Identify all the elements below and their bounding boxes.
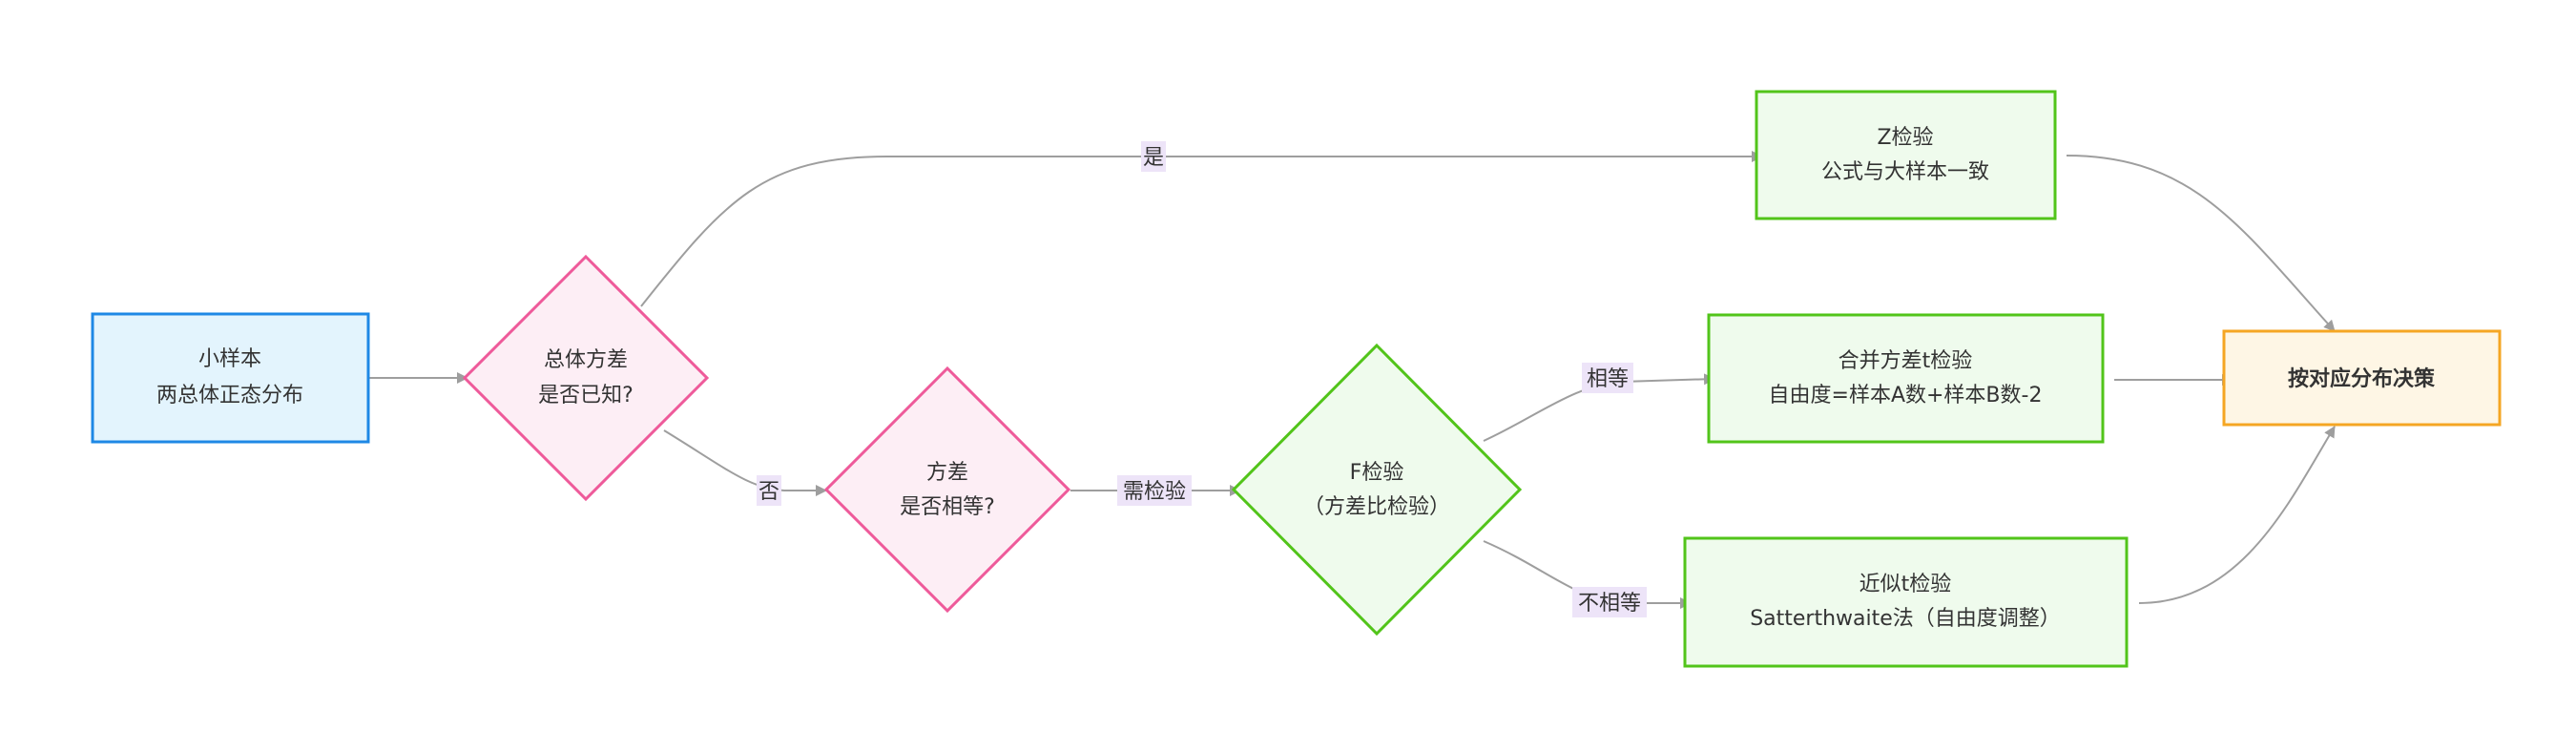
edge-labels: 是 否 需检验 相等 不相等 (757, 141, 1647, 617)
node-decision-line1: 按对应分布决策 (2288, 366, 2436, 391)
edge-known-var-to-z-test (640, 151, 1763, 307)
node-known-var: 总体方差 是否已知? (462, 254, 710, 502)
edge-label-yes-text: 是 (1143, 146, 1164, 170)
node-pooled-t: 合并方差t检验 自由度=样本A数+样本B数-2 (1707, 313, 2105, 444)
edges (368, 151, 2336, 609)
edge-label-no: 否 (757, 475, 781, 506)
node-z-test-line1: Z检验 (1877, 126, 1933, 150)
node-f-test: F检验 （方差比检验） (1231, 343, 1523, 637)
edge-label-equal: 相等 (1582, 363, 1633, 393)
edge-label-need-test: 需检验 (1117, 475, 1192, 506)
edge-label-not-equal-text: 不相等 (1578, 592, 1641, 616)
node-pooled-t-line1: 合并方差t检验 (1839, 349, 1973, 373)
node-f-test-line2: （方差比检验） (1303, 495, 1450, 519)
edge-label-not-equal: 不相等 (1572, 587, 1647, 617)
node-known-var-line2: 是否已知? (538, 384, 634, 407)
node-pooled-t-line2: 自由度=样本A数+样本B数-2 (1769, 384, 2043, 407)
edge-known-var-to-equal-var (663, 429, 827, 496)
node-equal-var-line1: 方差 (926, 461, 968, 485)
node-z-test: Z检验 公式与大样本一致 (1755, 90, 2057, 220)
node-start-line2: 两总体正态分布 (156, 384, 303, 407)
node-approx-t: 近似t检验 Satterthwaite法（自由度调整） (1683, 536, 2129, 668)
node-approx-t-line2: Satterthwaite法（自由度调整） (1750, 607, 2061, 631)
edge-z-test-to-decision (2066, 155, 2336, 332)
nodes: 小样本 两总体正态分布 总体方差 是否已知? 方差 是否相等? F检验 （方差比… (91, 90, 2502, 668)
edge-approx-t-to-decision (2138, 426, 2336, 604)
node-start: 小样本 两总体正态分布 (91, 312, 370, 444)
node-equal-var: 方差 是否相等? (823, 366, 1071, 614)
node-decision: 按对应分布决策 (2222, 329, 2502, 427)
node-equal-var-line2: 是否相等? (900, 495, 995, 519)
node-approx-t-line1: 近似t检验 (1859, 573, 1952, 596)
edge-label-need-test-text: 需检验 (1123, 480, 1186, 504)
node-start-line1: 小样本 (198, 347, 261, 371)
edge-label-equal-text: 相等 (1587, 367, 1629, 391)
edge-label-yes: 是 (1141, 141, 1166, 172)
node-known-var-line1: 总体方差 (544, 348, 628, 372)
node-f-test-line1: F检验 (1350, 461, 1404, 485)
node-z-test-line2: 公式与大样本一致 (1821, 160, 1989, 184)
edge-label-no-text: 否 (758, 480, 779, 504)
